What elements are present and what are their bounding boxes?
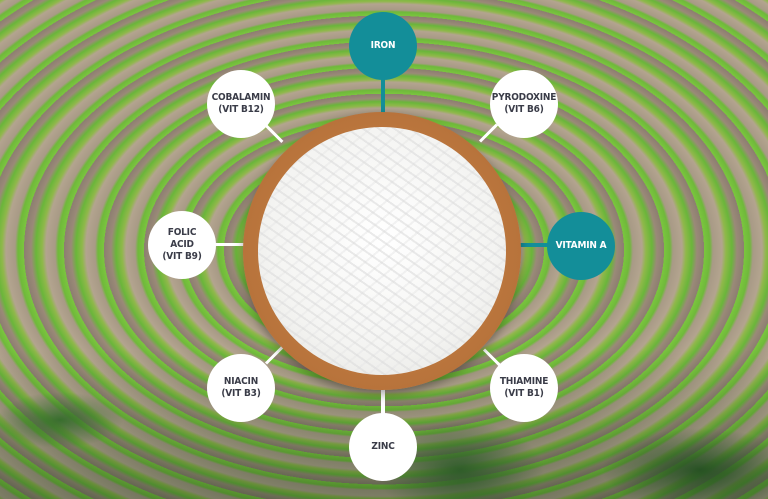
- connector-folic-acid: [214, 243, 246, 246]
- nutrient-iron-label: IRON: [370, 40, 396, 51]
- nutrient-zinc: ZINC: [349, 413, 417, 481]
- nutrient-zinc-label: ZINC: [371, 441, 395, 452]
- nutrient-iron: IRON: [349, 12, 417, 80]
- nutrient-niacin: NIACIN (VIT B3): [207, 354, 275, 422]
- rice-grains: [258, 127, 506, 375]
- nutrient-pyrodoxine-label: PYRODOXINE (VIT B6): [491, 92, 557, 115]
- nutrient-pyrodoxine: PYRODOXINE (VIT B6): [490, 70, 558, 138]
- nutrient-folic-acid-label: FOLIC ACID (VIT B9): [162, 227, 202, 262]
- nutrient-thiamine: THIAMINE (VIT B1): [490, 354, 558, 422]
- nutrient-cobalamin-label: COBALAMIN (VIT B12): [211, 92, 271, 115]
- nutrient-folic-acid: FOLIC ACID (VIT B9): [148, 211, 216, 279]
- nutrient-niacin-label: NIACIN (VIT B3): [221, 376, 261, 399]
- connector-zinc: [381, 388, 385, 414]
- connector-iron: [381, 76, 385, 114]
- nutrient-vitamin-a-label: VITAMIN A: [555, 240, 607, 251]
- nutrient-vitamin-a: VITAMIN A: [547, 212, 615, 280]
- connector-vitamin-a: [519, 243, 549, 247]
- nutrient-cobalamin: COBALAMIN (VIT B12): [207, 70, 275, 138]
- nutrient-thiamine-label: THIAMINE (VIT B1): [499, 376, 549, 399]
